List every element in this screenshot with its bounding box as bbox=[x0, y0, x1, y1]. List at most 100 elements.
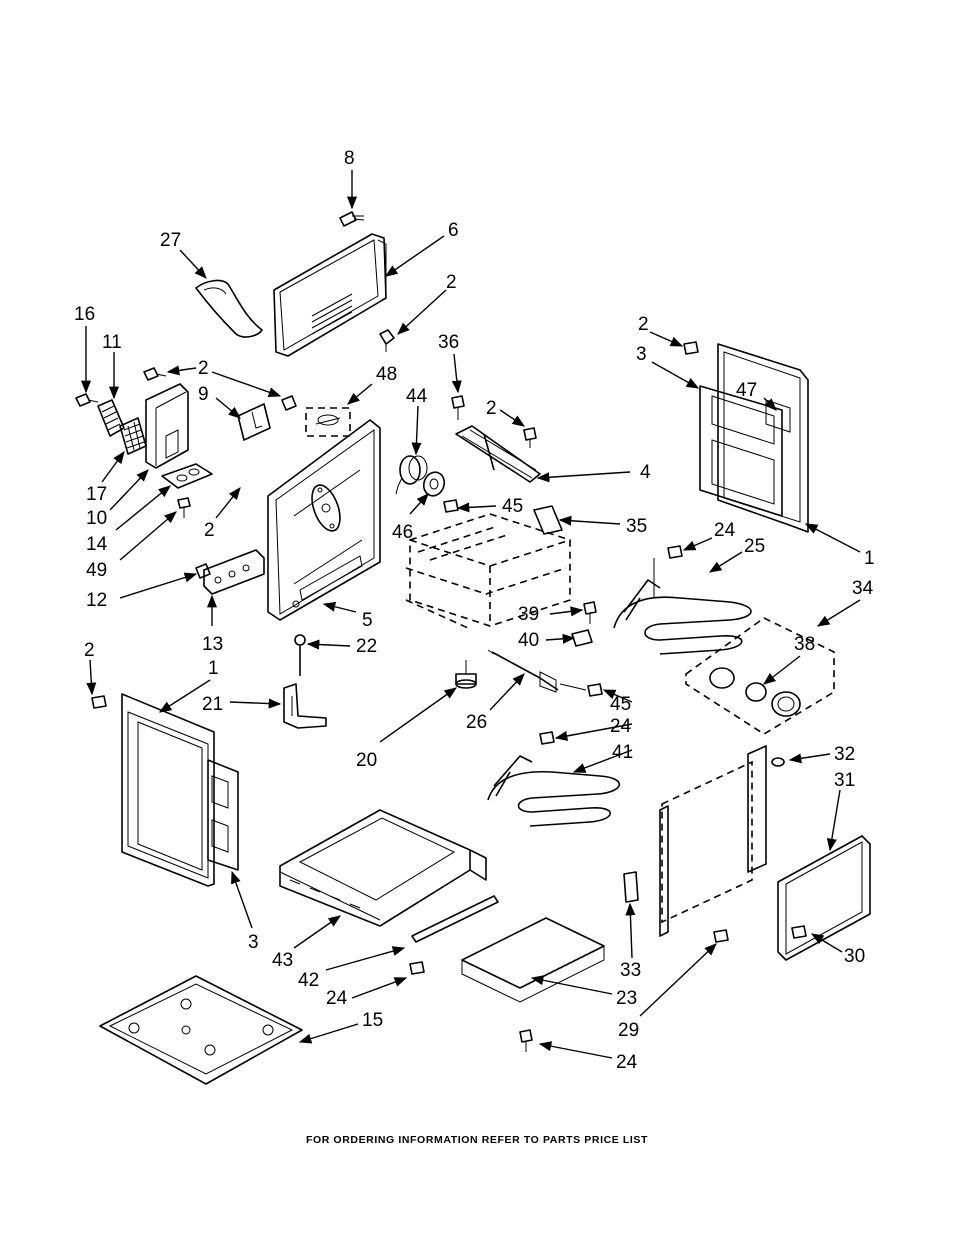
callout-4: 4 bbox=[640, 462, 651, 483]
part-6-rear-cover bbox=[273, 233, 387, 357]
part-3-side-insulation-left bbox=[207, 759, 239, 871]
callout-36: 36 bbox=[438, 332, 459, 353]
callout-6: 6 bbox=[448, 220, 459, 241]
callout-15: 15 bbox=[362, 1010, 383, 1031]
part-27-strap bbox=[195, 279, 263, 338]
part-42-rail bbox=[411, 895, 499, 943]
part-23-bottom-pan bbox=[461, 917, 605, 1003]
part-35-pad bbox=[533, 505, 563, 535]
part-47-label bbox=[765, 399, 791, 433]
callout-5: 5 bbox=[362, 610, 373, 631]
callout-20: 20 bbox=[356, 750, 377, 771]
part-2-screw-c bbox=[281, 395, 297, 411]
part-25-broil-element bbox=[613, 558, 752, 655]
callout-10: 10 bbox=[86, 508, 107, 529]
callout-12: 12 bbox=[86, 590, 107, 611]
part-15-base bbox=[99, 975, 303, 1085]
footer-note: FOR ORDERING INFORMATION REFER TO PARTS … bbox=[305, 1134, 649, 1146]
part-33-bracket bbox=[623, 871, 639, 903]
callout-45: 45 bbox=[502, 496, 523, 517]
callout-11: 11 bbox=[102, 332, 122, 353]
part-4-bracket bbox=[455, 425, 541, 483]
callout-2: 2 bbox=[198, 358, 209, 379]
callout-24: 24 bbox=[714, 520, 736, 541]
callout-42: 42 bbox=[298, 970, 319, 991]
callout-2: 2 bbox=[486, 398, 497, 419]
part-32-clip bbox=[771, 757, 785, 767]
callout-9: 9 bbox=[198, 384, 209, 405]
part-30-screw bbox=[791, 925, 807, 939]
part-door-frame-dashed bbox=[659, 745, 767, 937]
part-45-screw-a bbox=[443, 499, 459, 513]
callout-3: 3 bbox=[248, 932, 259, 953]
part-43-drawer bbox=[279, 809, 487, 927]
callout-29: 29 bbox=[618, 1020, 639, 1041]
part-2-screw-e bbox=[683, 341, 699, 355]
part-9-bracket bbox=[237, 403, 271, 441]
part-22-pin bbox=[294, 634, 306, 676]
callout-25: 25 bbox=[744, 536, 765, 557]
part-12-knob bbox=[195, 563, 211, 579]
callout-33: 33 bbox=[620, 960, 641, 981]
part-21-hinge bbox=[283, 683, 327, 729]
callout-30: 30 bbox=[844, 946, 865, 967]
callout-35: 35 bbox=[626, 516, 647, 537]
part-17-mesh bbox=[119, 417, 147, 455]
callout-47: 47 bbox=[736, 380, 757, 401]
part-1-side-panel-left bbox=[121, 693, 215, 887]
part-3-side-insulation-right bbox=[699, 385, 783, 517]
callout-32: 32 bbox=[834, 744, 855, 765]
part-45-screw-b bbox=[587, 683, 603, 697]
part-24-screw-a bbox=[667, 545, 683, 559]
callout-24: 24 bbox=[326, 988, 348, 1009]
part-11-vent-plate bbox=[97, 399, 125, 437]
callout-2: 2 bbox=[446, 272, 457, 293]
part-48-clip bbox=[305, 407, 351, 437]
callout-46: 46 bbox=[392, 522, 413, 543]
callout-labels: 8 27 6 2 16 11 2 9 48 36 44 2 2 3 47 17 … bbox=[74, 148, 875, 1073]
callout-43: 43 bbox=[272, 950, 293, 971]
oven-cavity-outline bbox=[405, 513, 571, 629]
part-16-screw bbox=[75, 393, 99, 407]
callout-48: 48 bbox=[376, 364, 397, 385]
callout-22: 22 bbox=[356, 636, 377, 657]
callout-44: 44 bbox=[406, 386, 428, 407]
callout-17: 17 bbox=[86, 484, 107, 505]
part-49-screw bbox=[177, 497, 191, 518]
callout-13: 13 bbox=[202, 634, 223, 655]
part-31-door-gasket bbox=[777, 835, 871, 961]
part-46-fan-blade bbox=[422, 471, 446, 497]
part-13-switch-block bbox=[203, 549, 265, 595]
part-10-vent-box bbox=[145, 383, 189, 469]
callout-26: 26 bbox=[466, 712, 487, 733]
callout-38: 38 bbox=[794, 634, 815, 655]
callout-2: 2 bbox=[204, 520, 215, 541]
callout-14: 14 bbox=[86, 534, 108, 555]
part-24-screw-c bbox=[519, 1029, 533, 1052]
callout-21: 21 bbox=[202, 694, 223, 715]
part-2-screw-a bbox=[379, 329, 395, 352]
part-14-plate bbox=[161, 463, 213, 489]
part-40-clip bbox=[571, 629, 593, 647]
callout-1: 1 bbox=[864, 548, 875, 569]
part-39-screw bbox=[583, 601, 597, 624]
callout-34: 34 bbox=[852, 578, 874, 599]
part-2-screw-f bbox=[91, 695, 107, 709]
callout-2: 2 bbox=[638, 314, 649, 335]
part-20-foot bbox=[455, 660, 477, 689]
callout-2: 2 bbox=[84, 640, 95, 661]
part-34-light-assembly bbox=[685, 617, 835, 735]
part-2-screw-d bbox=[523, 427, 537, 448]
part-1-side-panel-right bbox=[717, 343, 809, 533]
part-29-screw bbox=[713, 929, 729, 943]
part-44-fan-motor bbox=[395, 455, 428, 495]
callout-49: 49 bbox=[86, 560, 107, 581]
part-2-screw-b bbox=[143, 367, 167, 381]
part-26-sensor bbox=[487, 649, 587, 693]
callout-24: 24 bbox=[610, 716, 632, 737]
part-8-screw bbox=[339, 211, 365, 227]
callout-24: 24 bbox=[616, 1052, 638, 1073]
callout-39: 39 bbox=[518, 604, 539, 625]
part-5-oven-back-panel bbox=[267, 419, 381, 621]
